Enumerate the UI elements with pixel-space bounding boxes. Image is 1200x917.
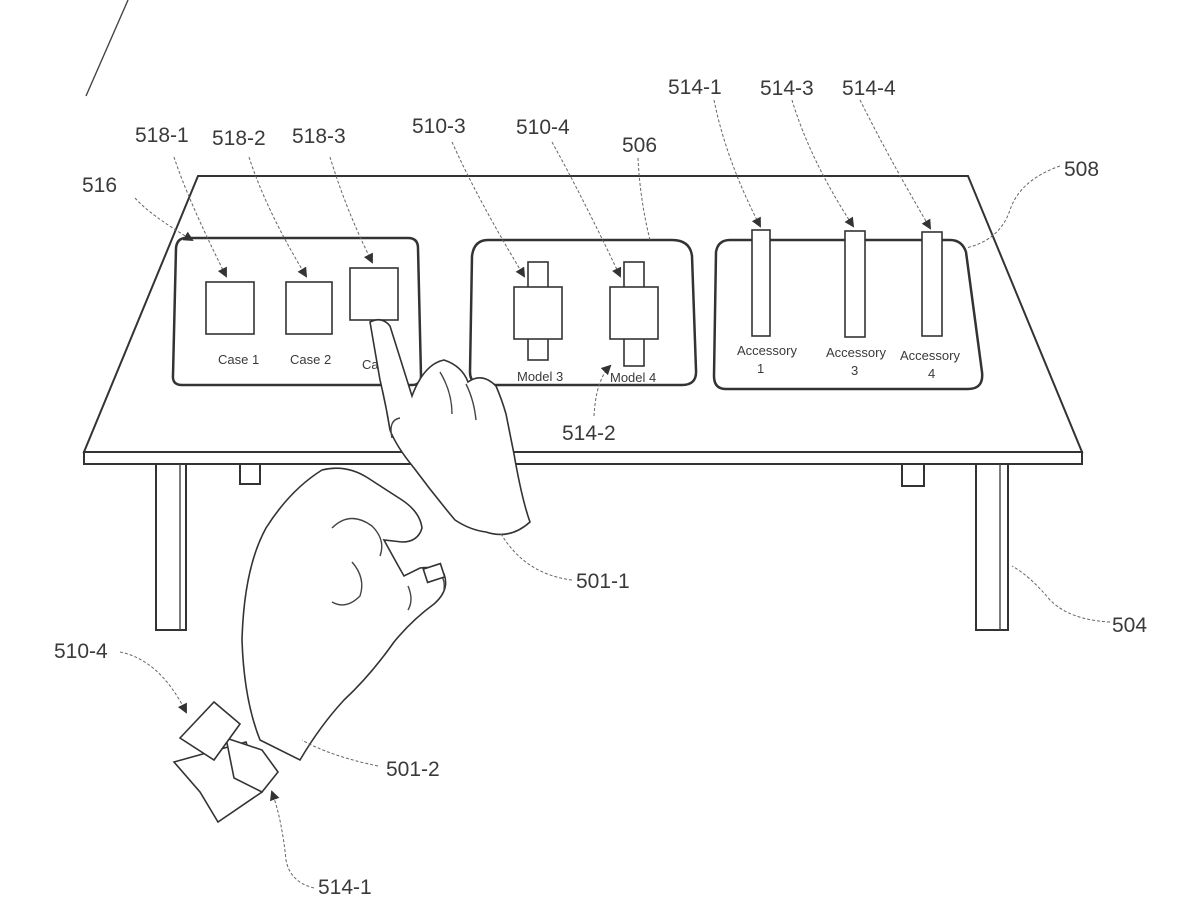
- watch-face-510-4: [178, 700, 242, 762]
- case-3-box: [349, 267, 399, 321]
- thumbnail: [422, 562, 446, 584]
- ref-506: 506: [622, 134, 657, 157]
- wrist-watch: [172, 700, 280, 824]
- case-1-label: Case 1: [218, 352, 259, 367]
- diagonal-line: [85, 0, 129, 97]
- case-panel: Case 1 Case 2 Ca: [171, 236, 423, 387]
- table-edge: [83, 451, 1083, 465]
- ref-510-4-top: 510-4: [516, 116, 570, 139]
- watch-band-514-1: [224, 736, 280, 794]
- accessory-4-label-line2: 4: [928, 366, 935, 381]
- ref-518-1: 518-1: [135, 124, 189, 147]
- case-2-label: Case 2: [290, 352, 331, 367]
- leader-lines: [119, 99, 1111, 889]
- ref-514-4: 514-4: [842, 77, 896, 100]
- model-panel: Model 3 Model 4: [468, 238, 698, 387]
- ref-514-3: 514-3: [760, 77, 814, 100]
- accessory-1-label-line2: 1: [757, 361, 764, 376]
- table-leg-front-left: [155, 463, 187, 631]
- pointing-hand: [369, 318, 531, 536]
- ref-510-4-watch: 510-4: [54, 640, 108, 663]
- accessory-3-label-line2: 3: [851, 363, 858, 378]
- case-1-box: [205, 281, 255, 335]
- table-leg-front-right: [975, 463, 1009, 631]
- case-3-label: Ca: [362, 357, 379, 372]
- ref-504: 504: [1112, 614, 1147, 637]
- accessory-panel: Accessory 1 Accessory 3 Accessory 4: [712, 229, 984, 391]
- model-3-label: Model 3: [517, 369, 563, 384]
- ref-518-3: 518-3: [292, 125, 346, 148]
- reference-numerals: 516 518-1 518-2 518-3 510-3 510-4 506 51…: [54, 76, 1147, 899]
- model-4-band-top: [623, 261, 645, 289]
- ref-510-3: 510-3: [412, 115, 466, 138]
- model-3-band-bottom: [527, 337, 549, 361]
- table-leg-back-left: [239, 463, 261, 485]
- model-3-watch-face: [513, 286, 563, 340]
- accessory-4-band: [921, 231, 943, 337]
- ref-501-1: 501-1: [576, 570, 630, 593]
- table: [82, 175, 1084, 631]
- ref-514-1-watch: 514-1: [318, 876, 372, 899]
- watch-hand: [241, 467, 447, 762]
- model-4-watch-face: [609, 286, 659, 340]
- table-leg-back-right: [901, 463, 925, 487]
- case-2-box: [285, 281, 333, 335]
- ref-501-2: 501-2: [386, 758, 440, 781]
- model-3-band-top: [527, 261, 549, 289]
- accessory-3-band: [844, 230, 866, 338]
- ref-516: 516: [82, 174, 117, 197]
- accessory-1-band: [751, 229, 771, 337]
- ref-514-2: 514-2: [562, 422, 616, 445]
- ref-518-2: 518-2: [212, 127, 266, 150]
- model-4-label: Model 4: [610, 370, 656, 385]
- ref-514-1-top: 514-1: [668, 76, 722, 99]
- ref-508: 508: [1064, 158, 1099, 181]
- accessory-1-label-line1: Accessory: [737, 343, 797, 358]
- model-4-band-bottom: [623, 337, 645, 367]
- accessory-3-label-line1: Accessory: [826, 345, 886, 360]
- accessory-4-label-line1: Accessory: [900, 348, 960, 363]
